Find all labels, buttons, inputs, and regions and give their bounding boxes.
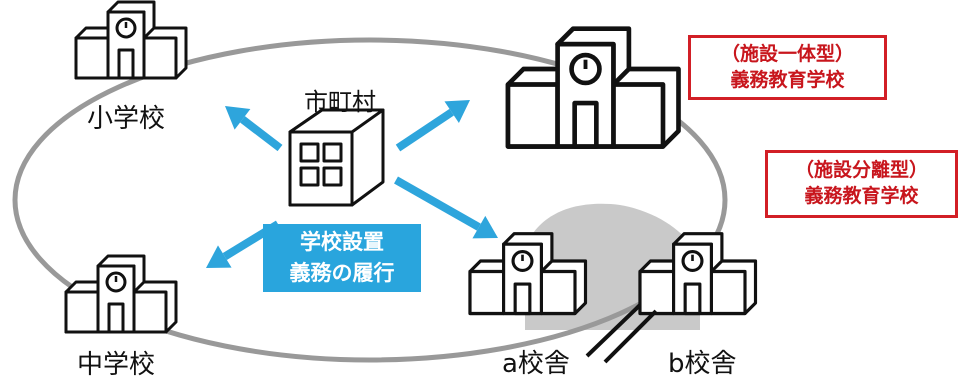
building-wing-right (539, 269, 577, 316)
arrow-shaft (395, 108, 454, 152)
junior-high-school-icon (64, 254, 178, 334)
arrow-shaft (394, 176, 481, 231)
obligation-line1: 学校設置 (300, 230, 384, 254)
municipal-office-icon (288, 108, 385, 207)
arrow-head (472, 215, 498, 239)
elementary-school-label: 小学校 (87, 104, 166, 134)
door (683, 282, 702, 316)
arrow-to-integrated (395, 100, 470, 152)
arrow-shaft (240, 116, 283, 152)
building-wing-left (638, 269, 676, 316)
building-wing-left (64, 290, 100, 334)
office-front (288, 130, 354, 207)
door (513, 282, 532, 316)
office-window (299, 166, 320, 187)
separated-type-line1: （施設分離型） (794, 159, 928, 181)
campus-separator-2 (603, 309, 658, 364)
building-wing-left (74, 36, 110, 80)
integrated-type-line1: （施設一体型） (720, 43, 854, 65)
building-wing-right (132, 290, 168, 334)
campus-a-label: a校舎 (502, 349, 570, 379)
arrow-head (206, 245, 232, 268)
elementary-school-icon (74, 0, 188, 80)
door (572, 100, 599, 149)
arrow-head (444, 100, 470, 124)
building-wing-right (611, 82, 666, 149)
office-window (299, 142, 320, 163)
arrow-head (225, 106, 251, 130)
separated-type-line2: 義務教育学校 (804, 185, 919, 207)
campus-b-icon (638, 232, 758, 316)
arrow-to-elementary (225, 106, 283, 152)
municipality-label: 市町村 (304, 88, 376, 116)
building-wing-left (505, 82, 560, 149)
arrow-to-campus-a (394, 176, 498, 239)
integrated-school-icon (505, 26, 681, 149)
campus-b-label: b校舎 (668, 349, 737, 379)
integrated-type-line2: 義務教育学校 (730, 69, 845, 91)
campus-a-icon (468, 232, 588, 316)
building-wing-left (468, 269, 506, 316)
door (107, 302, 125, 334)
junior-high-school-label: 中学校 (77, 350, 156, 380)
door (117, 48, 135, 80)
obligation-box: 学校設置 義務の履行 (263, 224, 421, 292)
building-wing-right (142, 36, 178, 80)
ellipse-outline (12, 37, 728, 363)
integrated-type-box: （施設一体型） 義務教育学校 (688, 35, 887, 100)
building-wing-right (709, 269, 747, 316)
office-window (322, 142, 343, 163)
separated-type-box: （施設分離型） 義務教育学校 (765, 150, 958, 218)
obligation-line2: 義務の履行 (289, 261, 395, 285)
campus-separator-1 (585, 303, 642, 358)
office-window (322, 166, 343, 187)
